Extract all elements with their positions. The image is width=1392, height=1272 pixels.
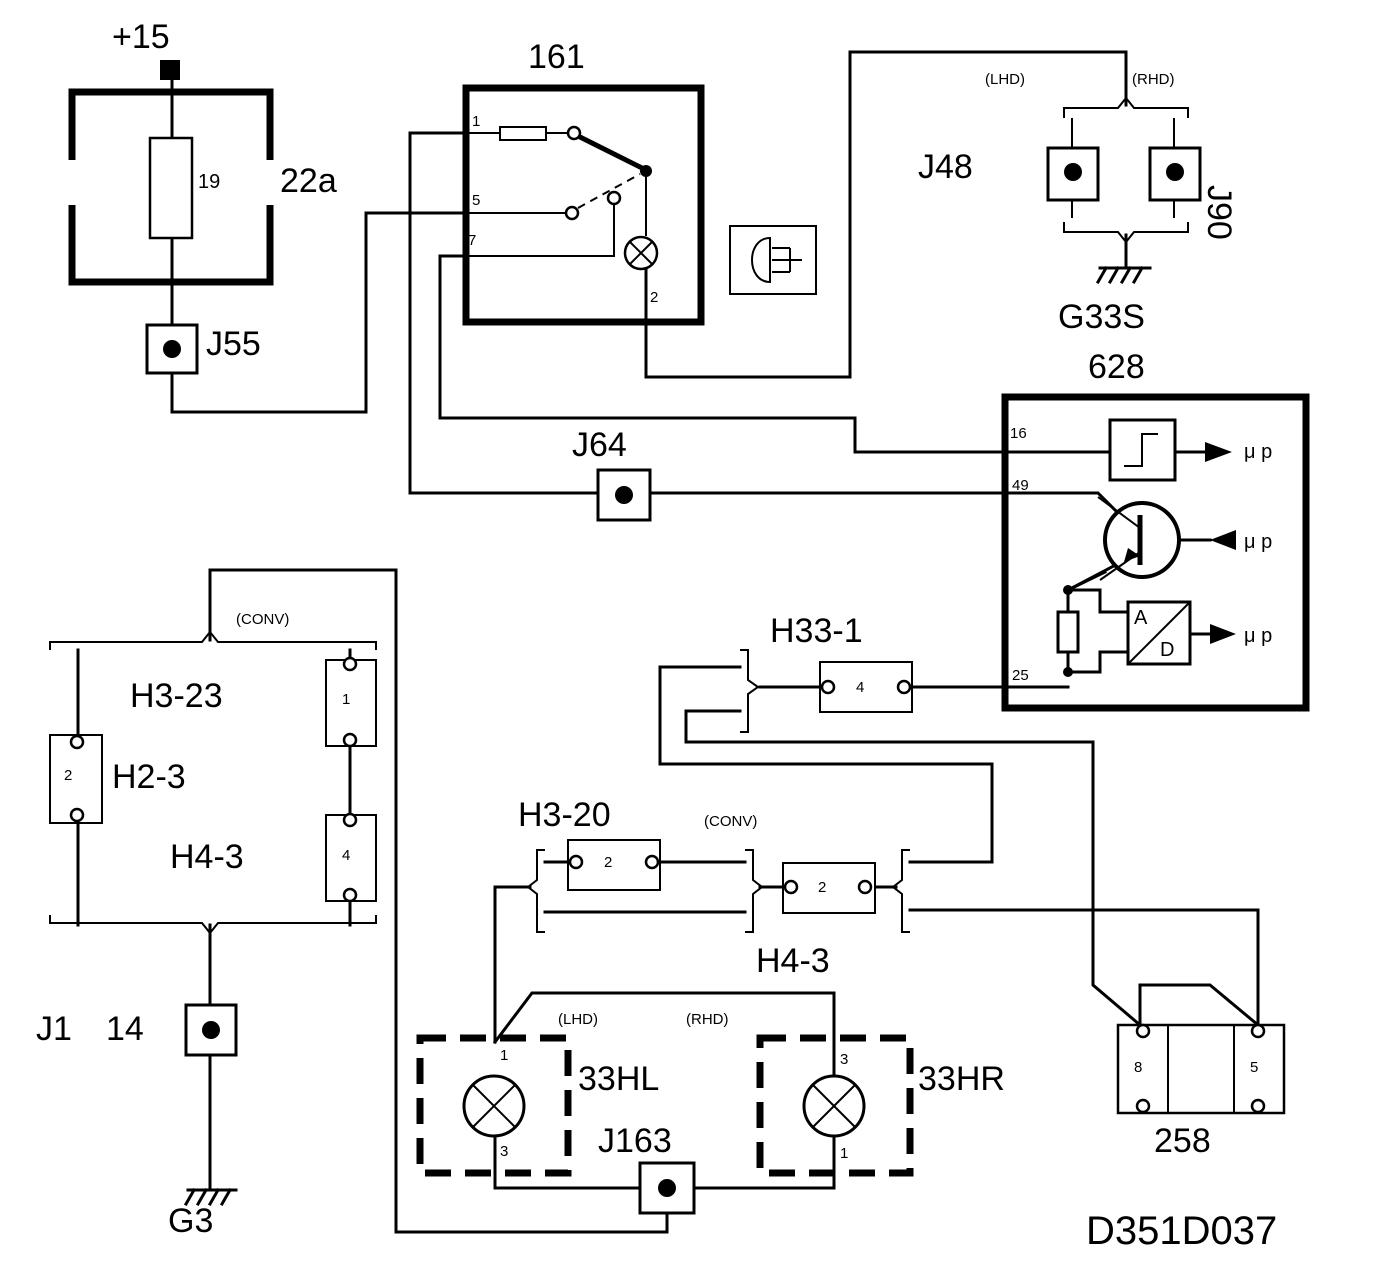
conv-block-left: (CONV) 2 1 4 H3-23 H2-3 H4-3: [49, 611, 377, 935]
conn-h3-20-pin: 2: [604, 854, 612, 871]
connector-j163: J163: [598, 1122, 696, 1215]
resistor-icon: [1056, 610, 1080, 654]
supply-label: +15: [112, 18, 170, 56]
g33s-label: G33S: [1058, 298, 1145, 336]
conn-258-pin-8: 8: [1134, 1059, 1142, 1076]
switch-pin-7: 7: [468, 232, 476, 249]
ecu-pin-49: 49: [1012, 477, 1029, 494]
switch-pin-2: 2: [650, 289, 658, 306]
lhd-top-label: (LHD): [985, 71, 1025, 88]
switch-label: 161: [528, 38, 585, 76]
mu-p-3: μ p: [1244, 625, 1272, 647]
ecu-pin-16: 16: [1010, 425, 1027, 442]
fuse-box-22a: +15 19 22a: [68, 18, 337, 286]
lamp-33hr: (RHD) 3 1 33HR: [686, 1011, 1005, 1177]
conv-mid-label: (CONV): [704, 813, 757, 830]
conn-h4-3-pin: 4: [342, 847, 350, 864]
ecu-pin-25: 25: [1012, 667, 1029, 684]
connector-j64: J64: [572, 426, 652, 522]
lamp-right-label: 33HR: [918, 1060, 1005, 1098]
connector-258: 8 5 258: [1116, 1023, 1286, 1160]
headlamp-symbol-icon: [729, 225, 817, 295]
lamp-left-pin-bottom: 3: [500, 1143, 508, 1160]
connector-j55: J55: [145, 323, 261, 375]
j90-label: J90: [1200, 185, 1238, 240]
conn-258-pin-5: 5: [1250, 1059, 1258, 1076]
drawing-id: D351D037: [1086, 1209, 1277, 1253]
conn-h2-3-pin: 2: [64, 767, 72, 784]
adc-a: A: [1134, 607, 1148, 629]
j163-label: J163: [598, 1122, 672, 1160]
connectors-h3-20-h4-3: H3-20 (CONV) 2 2 H4-3: [518, 796, 910, 980]
switch-pin-1: 1: [472, 113, 480, 130]
lhd-bottom-label: (LHD): [558, 1011, 598, 1028]
mu-p-2: μ p: [1244, 531, 1272, 553]
ecu-label: 628: [1088, 348, 1145, 386]
conn-h3-23-pin: 1: [342, 691, 350, 708]
conn-h4-3-mid-pin: 2: [818, 879, 826, 896]
conn-258-label: 258: [1154, 1122, 1211, 1160]
fuse-19: [148, 136, 194, 240]
lamp-left-label: 33HL: [578, 1060, 659, 1098]
rhd-bottom-label: (RHD): [686, 1011, 729, 1028]
j1-number: 14: [106, 1010, 144, 1048]
conv-left-label: (CONV): [236, 611, 289, 628]
h3-20-label: H3-20: [518, 796, 611, 834]
rhd-top-label: (RHD): [1132, 71, 1175, 88]
h3-23-label: H3-23: [130, 677, 223, 715]
fuse-box-label: 22a: [280, 162, 337, 200]
connector-h33-1: H33-1 4: [740, 612, 913, 733]
adc-d: D: [1160, 639, 1174, 661]
fuse-label: 19: [198, 171, 220, 193]
g3-label: G3: [168, 1202, 213, 1240]
j1-label: J1: [36, 1010, 72, 1048]
h4-3-left-label: H4-3: [170, 838, 244, 876]
conn-h33-1-pin: 4: [856, 679, 864, 696]
h4-3-mid-label: H4-3: [756, 942, 830, 980]
mu-p-1: μ p: [1244, 441, 1272, 463]
supply-terminal: [160, 60, 180, 80]
switch-161: 161 1 5 7 2: [462, 38, 705, 326]
lamp-right-pin-bottom: 1: [840, 1145, 848, 1162]
lamp-left-pin-top: 1: [500, 1047, 508, 1064]
j48-j90-group: (LHD) (RHD) J48 J90 G33S: [918, 71, 1238, 336]
j64-label: J64: [572, 426, 627, 464]
ecu-628: 628 16 49 25 μ p μ p A D μ p: [1001, 348, 1310, 712]
j48-label: J48: [918, 148, 973, 186]
connector-j1: J1 14 G3: [36, 1003, 238, 1240]
switch-pin-5: 5: [472, 192, 480, 209]
j55-label: J55: [206, 325, 261, 363]
h33-1-label: H33-1: [770, 612, 863, 650]
h2-3-label: H2-3: [112, 758, 186, 796]
lamp-33hl: (LHD) 1 3 33HL: [416, 1011, 659, 1177]
lamp-right-pin-top: 3: [840, 1051, 848, 1068]
